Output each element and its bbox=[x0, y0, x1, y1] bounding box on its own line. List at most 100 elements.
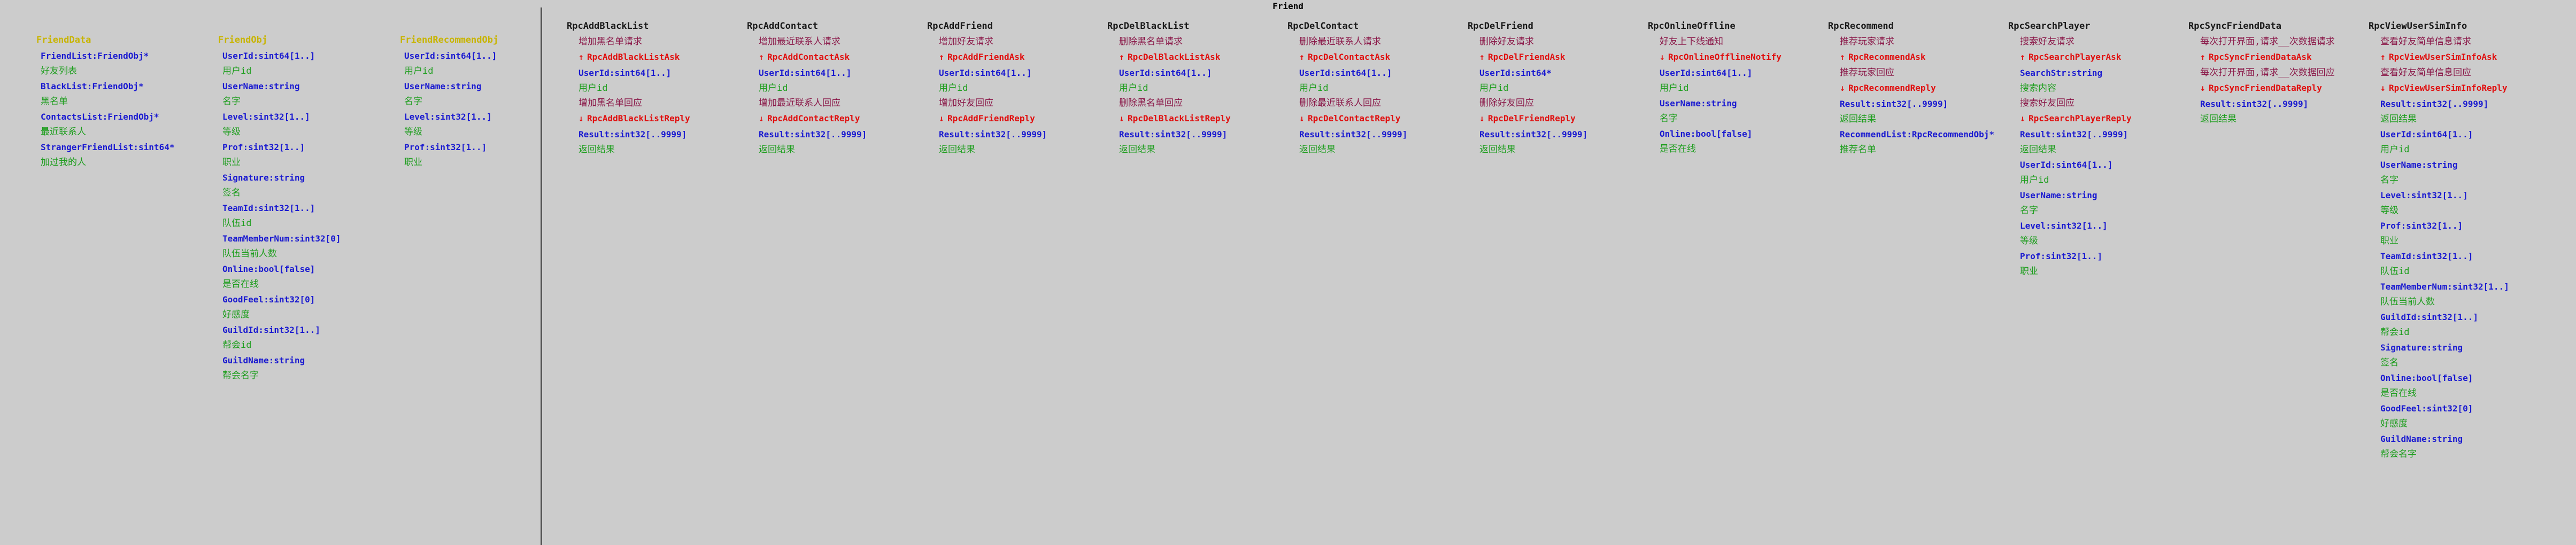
field-desc: 返回结果 bbox=[2020, 144, 2056, 155]
field-name: Prof:sint32[1..] bbox=[2380, 221, 2463, 231]
field-name: UserId:sint64[1..] bbox=[939, 68, 1032, 78]
field-desc: 搜索内容 bbox=[2020, 83, 2056, 94]
rpc-desc: 增加最近联系人请求 bbox=[759, 36, 840, 47]
field-desc: 帮会id bbox=[2380, 327, 2410, 338]
reply-desc: 推荐玩家回应 bbox=[1840, 67, 1894, 78]
field-desc: 签名 bbox=[2380, 357, 2398, 368]
rpc-desc: 增加好友请求 bbox=[939, 36, 993, 47]
reply-section: ↓RpcAddFriendReply bbox=[939, 111, 1104, 127]
field-desc: 好感度 bbox=[222, 309, 250, 320]
field-name: UserName:string bbox=[404, 81, 482, 91]
field-desc: 职业 bbox=[2020, 266, 2038, 277]
arrow-up-icon: ↑ bbox=[2200, 52, 2205, 62]
field-desc: 用户id bbox=[759, 83, 788, 94]
divider bbox=[541, 7, 542, 545]
field-name: Level:sint32[1..] bbox=[404, 112, 492, 122]
rpc-desc: 删除最近联系人请求 bbox=[1299, 36, 1381, 47]
reply-section: ↓RpcRecommendReply bbox=[1840, 80, 2004, 96]
field-name: UserId:sint64[1..] bbox=[1119, 68, 1212, 78]
rpc-desc: 好友上下线通知 bbox=[1660, 36, 1723, 47]
field-name: Online:bool[false] bbox=[222, 264, 315, 274]
arrow-down-icon: ↓ bbox=[939, 113, 944, 123]
rpc-title: RpcDelBlackList bbox=[1107, 21, 1190, 32]
field-desc: 是否在线 bbox=[2380, 388, 2417, 399]
field-name: Result:sint32[..9999] bbox=[1119, 129, 1228, 139]
field-desc: 名字 bbox=[2020, 205, 2038, 216]
rpc-desc: 查看好友简单信息请求 bbox=[2380, 36, 2471, 47]
ask-name: RpcSyncFriendDataAsk bbox=[2209, 52, 2312, 62]
rpc-desc: 搜索好友请求 bbox=[2020, 36, 2074, 47]
field-name: Result:sint32[..9999] bbox=[1299, 129, 1408, 139]
reply-desc: 查看好友简单信息回应 bbox=[2380, 67, 2471, 78]
field-desc: 名字 bbox=[2380, 175, 2398, 185]
field-desc: 职业 bbox=[2380, 236, 2398, 246]
reply-section: ↓RpcAddBlackListReply bbox=[579, 111, 743, 127]
rpc-title: RpcDelFriend bbox=[1468, 21, 1533, 32]
field-desc: 返回结果 bbox=[1299, 144, 1336, 155]
reply-name: RpcAddContactReply bbox=[767, 113, 860, 123]
field-desc: 用户id bbox=[2380, 144, 2410, 155]
field-name: UserName:string bbox=[1660, 98, 1737, 108]
field-desc: 用户id bbox=[1299, 83, 1329, 94]
reply-desc: 增加最近联系人回应 bbox=[759, 98, 840, 108]
field-name: UserId:sint64[1..] bbox=[2380, 129, 2473, 139]
field-name: Signature:string bbox=[2380, 342, 2463, 353]
arrow-down-icon: ↓ bbox=[579, 113, 584, 123]
rpc-desc: 推荐玩家请求 bbox=[1840, 36, 1894, 47]
field-name: Result:sint32[..9999] bbox=[579, 129, 687, 139]
field-desc: 队伍id bbox=[222, 218, 252, 229]
rpc-title: RpcAddContact bbox=[747, 21, 819, 32]
field-name: TeamId:sint32[1..] bbox=[2380, 251, 2473, 261]
field-name: Result:sint32[..9999] bbox=[2380, 99, 2489, 109]
field-name: Level:sint32[1..] bbox=[222, 112, 310, 122]
arrow-down-icon: ↓ bbox=[1660, 52, 1665, 62]
field-name: TeamId:sint32[1..] bbox=[222, 203, 315, 213]
arrow-down-icon: ↓ bbox=[2020, 113, 2025, 123]
rpc-title: RpcSyncFriendData bbox=[2188, 21, 2281, 32]
rpc-desc: 增加黑名单请求 bbox=[579, 36, 642, 47]
field-name: Signature:string bbox=[222, 173, 305, 183]
ask-name: RpcAddContactAsk bbox=[767, 52, 850, 62]
reply-section: ↓RpcViewUserSimInfoReply bbox=[2380, 80, 2545, 96]
ask-section: ↑ RpcSyncFriendDataAsk bbox=[2200, 49, 2365, 65]
ask-name: RpcSearchPlayerAsk bbox=[2029, 52, 2122, 62]
arrow-up-icon: ↑ bbox=[939, 52, 944, 62]
field-name: FriendList:FriendObj* bbox=[41, 51, 149, 61]
reply-name: RpcDelFriendReply bbox=[1488, 113, 1576, 123]
field-desc: 名字 bbox=[1660, 113, 1678, 124]
reply-name: RpcDelContactReply bbox=[1308, 113, 1401, 123]
field-desc: 队伍当前人数 bbox=[222, 248, 277, 259]
page-title: Friend bbox=[1272, 1, 1304, 11]
field-desc: 好友列表 bbox=[41, 66, 77, 76]
field-desc: 等级 bbox=[2380, 205, 2398, 216]
field-desc: 等级 bbox=[2020, 236, 2038, 246]
field-name: UserId:sint64[1..] bbox=[222, 51, 315, 61]
ask-name: RpcDelContactAsk bbox=[1308, 52, 1391, 62]
field-desc: 用户id bbox=[404, 66, 434, 76]
field-name: Result:sint32[..9999] bbox=[2200, 99, 2309, 109]
field-name: GoodFeel:sint32[0] bbox=[2380, 403, 2473, 414]
reply-desc: 增加黑名单回应 bbox=[579, 98, 642, 108]
field-desc: 返回结果 bbox=[1479, 144, 1516, 155]
field-desc: 帮会id bbox=[222, 340, 252, 351]
arrow-up-icon: ↑ bbox=[1840, 52, 1845, 62]
reply-section: ↓RpcAddContactReply bbox=[759, 111, 923, 127]
reply-name: RpcOnlineOfflineNotify bbox=[1668, 52, 1781, 62]
field-desc: 用户id bbox=[222, 66, 252, 76]
arrow-up-icon: ↑ bbox=[1119, 52, 1124, 62]
field-desc: 加过我的人 bbox=[41, 157, 86, 168]
field-desc: 队伍id bbox=[2380, 266, 2410, 277]
field-desc: 职业 bbox=[222, 157, 241, 168]
ask-section: ↑RpcAddFriendAsk bbox=[939, 49, 1104, 65]
field-name: UserName:string bbox=[2380, 160, 2458, 170]
field-name: UserId:sint64[1..] bbox=[579, 68, 672, 78]
field-desc: 用户id bbox=[939, 83, 968, 94]
